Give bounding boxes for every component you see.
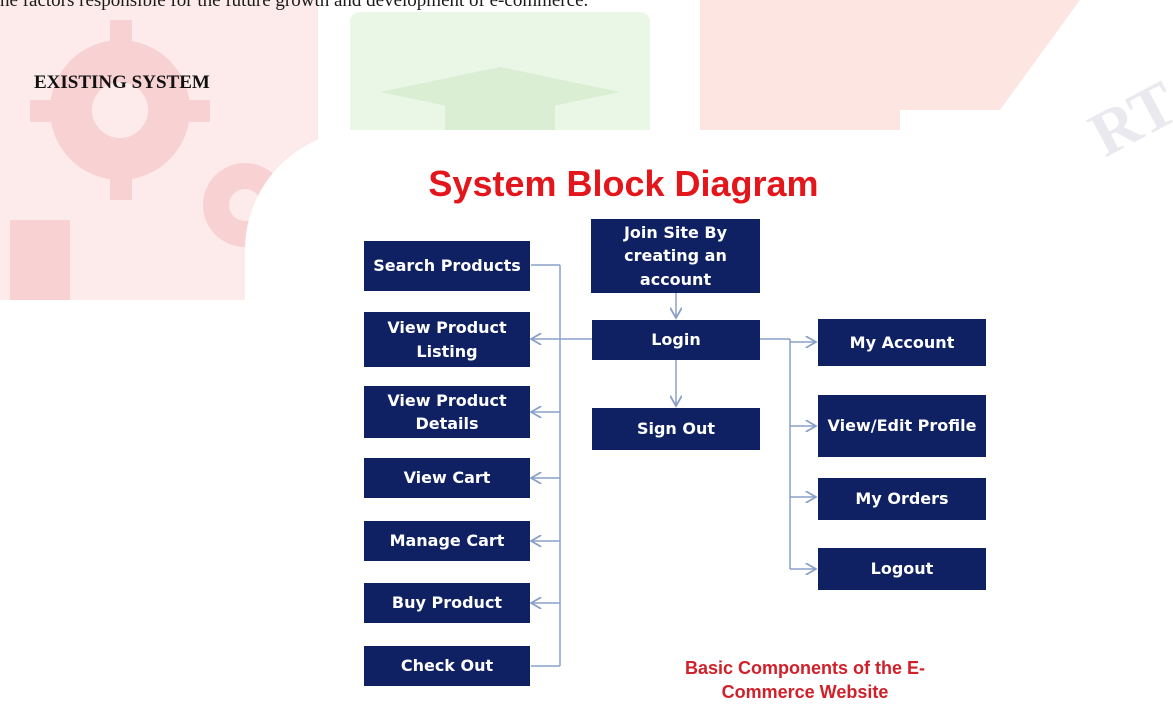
box-my-orders: My Orders bbox=[818, 478, 986, 520]
box-my-account: My Account bbox=[818, 319, 986, 366]
diagram-caption: Basic Components of the E-Commerce Websi… bbox=[684, 658, 926, 703]
box-sign-out: Sign Out bbox=[592, 408, 760, 450]
box-join-site: Join Site By creating an account bbox=[591, 219, 760, 293]
diagram-title: System Block Diagram bbox=[428, 163, 819, 204]
watermark-block-green bbox=[350, 12, 650, 130]
watermark-block-red-corner bbox=[880, 0, 1173, 110]
box-check-out: Check Out bbox=[364, 646, 530, 686]
box-manage-cart: Manage Cart bbox=[364, 521, 530, 561]
intro-text: he factors responsible for the future gr… bbox=[0, 0, 589, 11]
box-view-product-listing: View Product Listing bbox=[364, 312, 530, 367]
watermark-block-red bbox=[0, 0, 318, 300]
box-search-products: Search Products bbox=[364, 241, 530, 291]
section-heading: EXISTING SYSTEM bbox=[34, 72, 210, 93]
graduation-cap-icon bbox=[380, 67, 620, 130]
box-view-edit-profile: View/Edit Profile bbox=[818, 395, 986, 457]
box-view-product-details: View Product Details bbox=[364, 386, 530, 438]
box-login: Login bbox=[592, 320, 760, 360]
box-logout: Logout bbox=[818, 548, 986, 590]
box-view-cart: View Cart bbox=[364, 458, 530, 498]
box-buy-product: Buy Product bbox=[364, 583, 530, 623]
watermark-block-red-right bbox=[700, 0, 900, 130]
